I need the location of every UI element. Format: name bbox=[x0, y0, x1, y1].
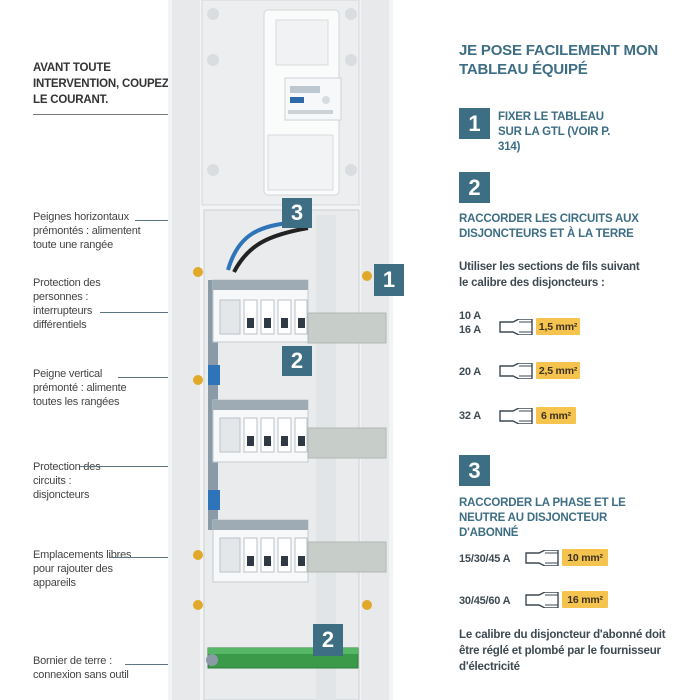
section-tag-4: 10 mm² bbox=[562, 549, 608, 566]
label-emplacements: Emplacements libres pour rajouter des ap… bbox=[33, 549, 132, 589]
section-tag-3: 6 mm² bbox=[536, 407, 576, 424]
diagram-badge-middle: 2 bbox=[282, 346, 312, 376]
step-2-amps-3: 32 A bbox=[459, 410, 482, 422]
diagram-badge-bottom: 2 bbox=[313, 624, 343, 656]
wire-icon bbox=[525, 592, 559, 608]
label-peignes-horizontaux: Peignes horizontaux prémontés : alimente… bbox=[33, 211, 141, 251]
step-1-text: FIXER LE TABLEAU SUR LA GTL (VOIR P. 314… bbox=[498, 111, 611, 153]
step-2-badge: 2 bbox=[459, 172, 490, 203]
label-protection-personnes: Protection des personnes : interrupteurs… bbox=[33, 277, 101, 331]
footer-note: Le calibre du disjoncteur d'abonné doit … bbox=[459, 629, 666, 673]
step-3-badge: 3 bbox=[459, 455, 490, 486]
diagram-badge-top: 3 bbox=[282, 198, 312, 228]
warning-underline bbox=[33, 114, 216, 115]
leader-protection-personnes bbox=[100, 312, 228, 313]
wire-icon bbox=[499, 319, 533, 335]
step-2-intro: Utiliser les sections de fils suivant le… bbox=[459, 261, 640, 289]
label-protection-circuits: Protection des circuits : disjoncteurs bbox=[33, 461, 101, 501]
label-bornier: Bornier de terre : connexion sans outil bbox=[33, 655, 129, 681]
section-tag-2: 2,5 mm² bbox=[536, 362, 580, 379]
step-3-amps-1: 15/30/45 A bbox=[459, 553, 511, 565]
step-3-text: RACCORDER LA PHASE ET LE NEUTRE AU DISJO… bbox=[459, 497, 626, 539]
section-tag-1: 1,5 mm² bbox=[536, 318, 580, 335]
warning-text: AVANT TOUTE INTERVENTION, COUPEZ LE COUR… bbox=[33, 62, 169, 106]
section-tag-5: 16 mm² bbox=[562, 591, 608, 608]
step-2-amps-1: 10 A 16 A bbox=[459, 310, 482, 336]
leader-protection-circuits bbox=[80, 466, 230, 467]
leader-peigne-vertical bbox=[118, 377, 210, 378]
step-2-amps-2: 20 A bbox=[459, 366, 482, 378]
label-peigne-vertical: Peigne vertical prémonté : alimente tout… bbox=[33, 368, 127, 408]
step-1-badge: 1 bbox=[459, 108, 490, 139]
diagram-badge-right: 1 bbox=[374, 264, 404, 296]
page-title: JE POSE FACILEMENT MON TABLEAU ÉQUIPÉ bbox=[459, 42, 658, 78]
wire-icon bbox=[525, 550, 559, 566]
step-2-text: RACCORDER LES CIRCUITS AUX DISJONCTEURS … bbox=[459, 213, 639, 240]
step-3-amps-2: 30/45/60 A bbox=[459, 595, 511, 607]
wire-icon bbox=[499, 408, 533, 424]
electrical-panel-illustration bbox=[168, 0, 393, 700]
wire-icon bbox=[499, 363, 533, 379]
